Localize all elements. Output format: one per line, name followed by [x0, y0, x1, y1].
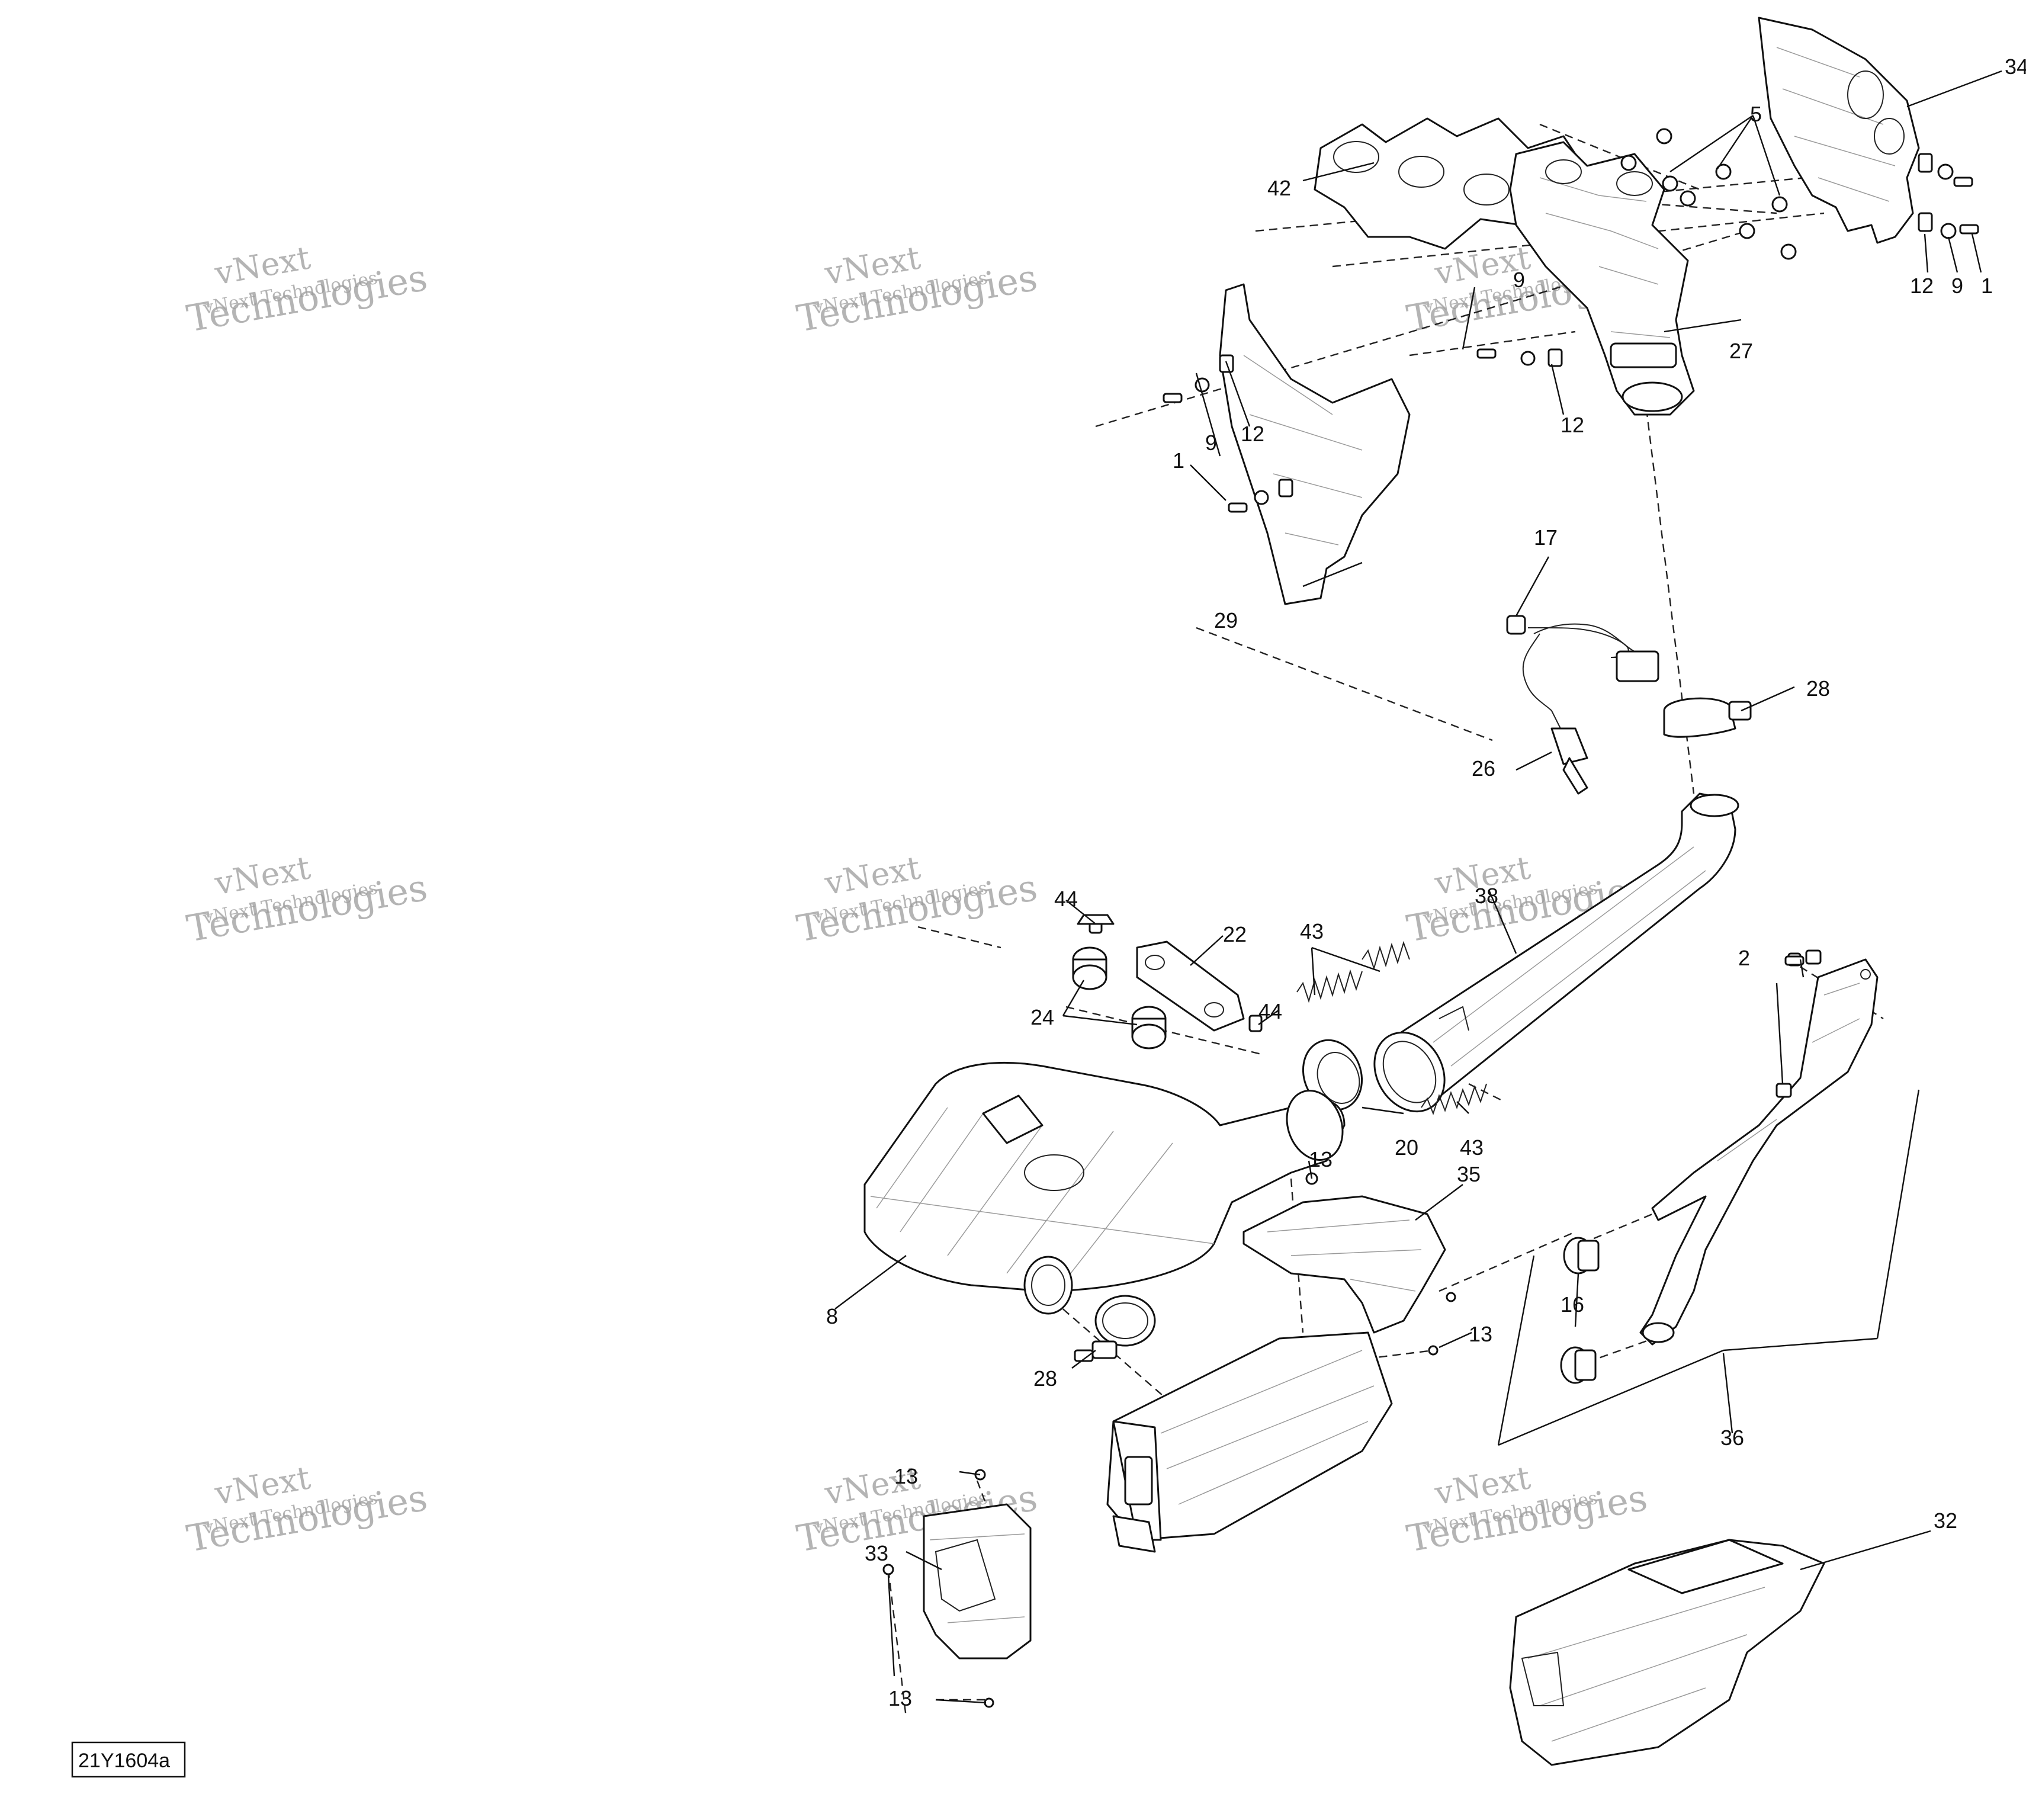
exhaust-manifold: [1509, 141, 1695, 416]
oxygen-sensor: [1506, 615, 1659, 795]
exhaust-spring-upper: [1296, 941, 1410, 1003]
callout-13: 13: [1309, 1147, 1333, 1171]
callout-9: 9: [1513, 268, 1525, 292]
watermark: vNext Technologies vNext Technologies: [1404, 1459, 1651, 1561]
exhaust-spring-lower: [1421, 1083, 1487, 1115]
callout-12: 12: [1241, 422, 1264, 446]
exhaust-clamp-lower: [1074, 1295, 1156, 1362]
watermark: vNext Technologies vNext Technologies: [794, 239, 1041, 341]
callout-13: 13: [1469, 1322, 1492, 1346]
callout-36: 36: [1720, 1426, 1744, 1450]
watermark: vNext Technologies vNext Technologies: [184, 849, 431, 951]
callout-43: 43: [1300, 919, 1324, 943]
callout-29: 29: [1214, 608, 1238, 633]
callout-labels: 42 5 34 12 9 1 9 27 12 12 9 1 29 17 28 2…: [826, 54, 2026, 1710]
upper-heat-shield: [1758, 17, 1920, 244]
callout-1: 1: [1981, 274, 1993, 298]
callout-9: 9: [1205, 431, 1217, 455]
callout-33: 33: [865, 1541, 888, 1565]
callout-43: 43: [1460, 1135, 1484, 1160]
watermark: vNext Technologies vNext Technologies: [794, 849, 1041, 951]
watermark: vNext Technologies vNext Technologies: [184, 1459, 431, 1561]
manifold-fasteners: [1163, 128, 1979, 513]
callout-1: 1: [1173, 448, 1184, 473]
silencer-cap: [923, 1503, 1032, 1659]
callout-28: 28: [1033, 1366, 1057, 1391]
callout-44: 44: [1054, 887, 1078, 911]
callout-5: 5: [1750, 102, 1762, 126]
callout-38: 38: [1475, 884, 1498, 908]
callout-35: 35: [1457, 1162, 1481, 1186]
callout-16: 16: [1561, 1292, 1584, 1317]
callout-24: 24: [1030, 1005, 1054, 1029]
tailpipe-cover: [1509, 1539, 1825, 1766]
diagram-code-box: 21Y1604a: [71, 1741, 186, 1778]
muffler-assembly: [863, 1061, 1346, 1315]
callout-8: 8: [826, 1304, 838, 1328]
callout-20: 20: [1395, 1135, 1418, 1160]
callout-26: 26: [1472, 756, 1495, 781]
rubber-bushings: [1560, 1237, 1600, 1384]
callout-12: 12: [1910, 274, 1934, 298]
diagram-code: 21Y1604a: [78, 1750, 170, 1772]
muffler-heat-shield: [1242, 1195, 1446, 1334]
callout-22: 22: [1223, 922, 1247, 946]
exhaust-pipe: [1373, 792, 1739, 1113]
callout-28: 28: [1806, 676, 1830, 701]
callout-34: 34: [2005, 54, 2026, 79]
callout-44: 44: [1258, 999, 1282, 1023]
assembly-lines: [887, 123, 1884, 1718]
callout-13: 13: [888, 1686, 912, 1710]
callout-32: 32: [1934, 1508, 1957, 1533]
callout-12: 12: [1561, 413, 1584, 437]
callout-13: 13: [894, 1464, 918, 1488]
callout-9: 9: [1951, 274, 1963, 298]
exhaust-clamp-upper: [1663, 697, 1752, 738]
watermarks: vNext Technologies vNext Technologies vN…: [184, 239, 1651, 1561]
misc-bolts: [882, 949, 1822, 1708]
silencer: [1106, 1331, 1393, 1553]
leader-lines: [834, 70, 2002, 1704]
muffler-hanger-bracket: [1136, 941, 1245, 1032]
watermark: vNext Technologies vNext Technologies: [184, 239, 431, 341]
callout-27: 27: [1729, 339, 1753, 363]
callout-2: 2: [1738, 946, 1750, 970]
callout-17: 17: [1534, 525, 1558, 550]
callout-42: 42: [1267, 176, 1291, 200]
